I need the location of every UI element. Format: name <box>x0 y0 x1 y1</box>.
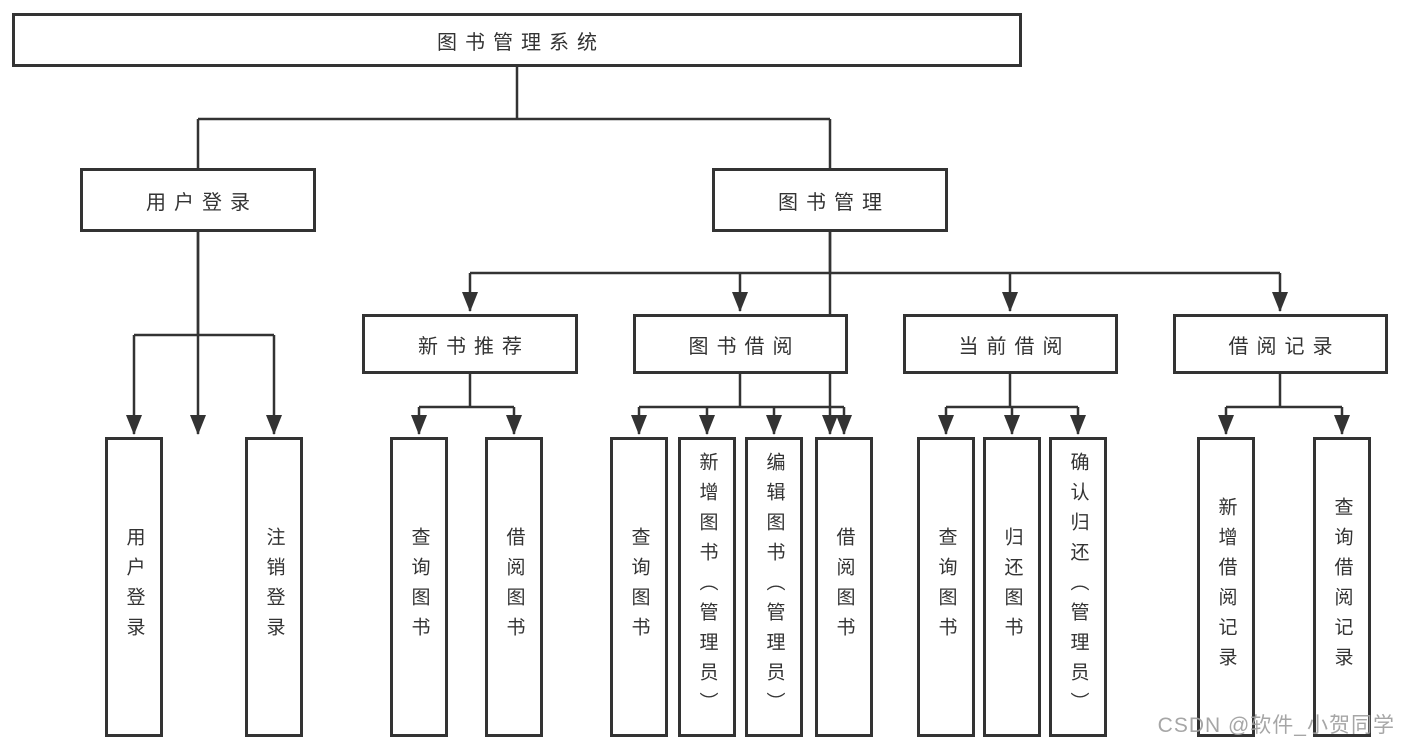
node-book-borrowing-label: 图书借阅 <box>688 335 801 358</box>
node-root-label: 图书管理系统 <box>437 31 605 54</box>
node-user-login-label: 用户登录 <box>146 191 258 214</box>
node-root: 图书管理系统 <box>12 13 1022 67</box>
node-book-management: 图书管理 <box>712 168 948 232</box>
leaf-user-login-label: 用户登录 <box>123 527 145 647</box>
connector-userlogin-stem <box>134 232 274 337</box>
connector-group <box>126 67 1350 435</box>
leaf-add-borrow-record-label: 新增借阅记录 <box>1215 497 1237 677</box>
node-new-book-recommend-label: 新书推荐 <box>418 335 530 358</box>
leaf-recommend-borrow-books-label: 借阅图书 <box>503 527 525 647</box>
node-book-management-label: 图书管理 <box>778 191 890 214</box>
leaf-recommend-query-books-label: 查询图书 <box>408 527 430 647</box>
leaf-recommend-borrow-books: 借阅图书 <box>485 437 543 737</box>
leaf-add-books-admin: 新增图书（管理员） <box>678 437 736 737</box>
leaf-logout-label: 注销登录 <box>263 527 285 647</box>
leaf-confirm-return-admin-label: 确认归还（管理员） <box>1067 452 1089 722</box>
leaf-current-query-books: 查询图书 <box>917 437 975 737</box>
leaf-edit-books-admin-label: 编辑图书（管理员） <box>763 452 785 722</box>
node-user-login: 用户登录 <box>80 168 316 232</box>
connector-borrowing-stem <box>639 374 844 409</box>
leaf-add-borrow-record: 新增借阅记录 <box>1197 437 1255 737</box>
connector-current-stem <box>946 374 1078 409</box>
node-current-borrowing: 当前借阅 <box>903 314 1118 374</box>
node-book-borrowing: 图书借阅 <box>633 314 848 374</box>
leaf-borrowing-query-books: 查询图书 <box>610 437 668 737</box>
node-borrowing-records-label: 借阅记录 <box>1228 335 1341 358</box>
connector-root-stem <box>198 67 830 121</box>
node-current-borrowing-label: 当前借阅 <box>958 335 1071 358</box>
leaf-recommend-query-books: 查询图书 <box>390 437 448 737</box>
node-borrowing-records: 借阅记录 <box>1173 314 1388 374</box>
leaf-logout: 注销登录 <box>245 437 303 737</box>
leaf-query-borrow-record: 查询借阅记录 <box>1313 437 1371 737</box>
leaf-query-borrow-record-label: 查询借阅记录 <box>1331 497 1353 677</box>
leaf-borrowing-borrow-books-label: 借阅图书 <box>833 527 855 647</box>
leaf-user-login: 用户登录 <box>105 437 163 737</box>
leaf-edit-books-admin: 编辑图书（管理员） <box>745 437 803 737</box>
connector-bookmgmt-stem <box>470 232 1280 275</box>
node-new-book-recommend: 新书推荐 <box>362 314 578 374</box>
leaf-borrowing-query-books-label: 查询图书 <box>628 527 650 647</box>
leaf-borrowing-borrow-books: 借阅图书 <box>815 437 873 737</box>
connector-recommend-stem <box>419 374 514 409</box>
leaf-confirm-return-admin: 确认归还（管理员） <box>1049 437 1107 737</box>
connector-records-stem <box>1226 374 1342 409</box>
leaf-return-books-label: 归还图书 <box>1001 527 1023 647</box>
leaf-add-books-admin-label: 新增图书（管理员） <box>696 452 718 722</box>
leaf-return-books: 归还图书 <box>983 437 1041 737</box>
leaf-current-query-books-label: 查询图书 <box>935 527 957 647</box>
